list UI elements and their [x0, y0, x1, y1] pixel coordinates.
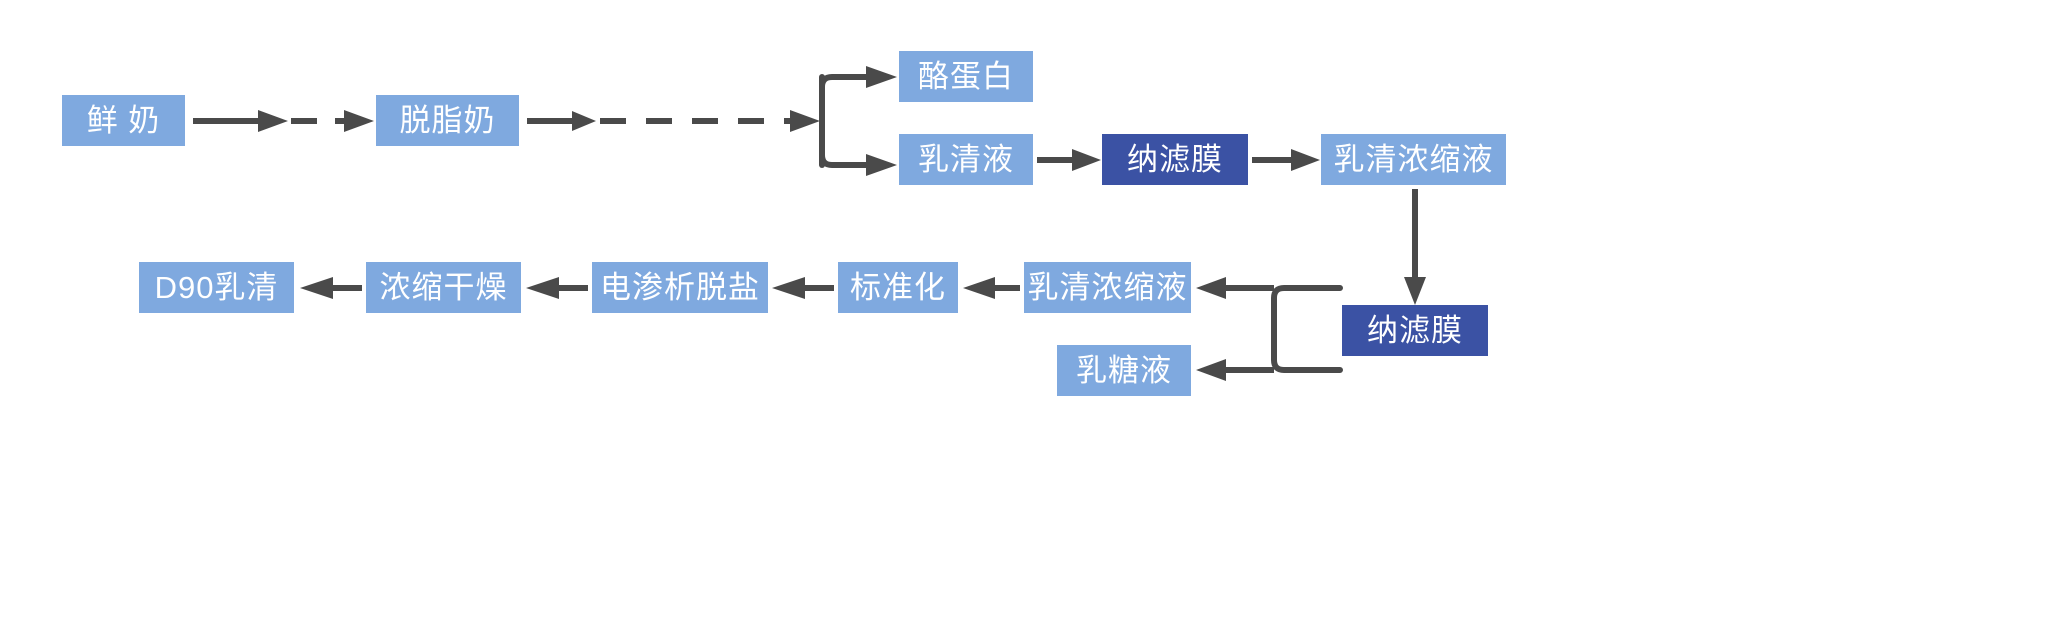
edge-whey-to-nf1	[1037, 149, 1101, 171]
edge-concentrate2-to-standardization	[963, 277, 1020, 299]
node-d90-whey[interactable]: D90乳清	[139, 262, 294, 313]
node-nanofiltration-membrane-2[interactable]: 纳滤膜	[1342, 305, 1488, 356]
node-whey-liquid[interactable]: 乳清液	[899, 134, 1033, 185]
node-nanofiltration-membrane-1[interactable]: 纳滤膜	[1102, 134, 1248, 185]
node-whey-concentrate-2[interactable]: 乳清浓缩液	[1024, 262, 1191, 313]
node-casein[interactable]: 酪蛋白	[899, 51, 1033, 102]
node-lactose-liquid[interactable]: 乳糖液	[1057, 345, 1191, 396]
node-standardization[interactable]: 标准化	[838, 262, 958, 313]
edge-nf2-split	[1196, 277, 1343, 381]
node-skim-milk[interactable]: 脱脂奶	[376, 95, 519, 146]
node-concentration-drying[interactable]: 浓缩干燥	[366, 262, 521, 313]
edge-electrodialysis-to-drying	[526, 277, 588, 299]
edge-skim-to-branch	[527, 110, 820, 132]
edge-branch-split	[819, 66, 897, 176]
edge-concentrate1-to-nf2	[1404, 189, 1426, 305]
edge-nf1-to-concentrate1	[1252, 149, 1320, 171]
edge-drying-to-d90	[300, 277, 362, 299]
edge-standardization-to-electrodialysis	[772, 277, 834, 299]
node-electrodialysis-desalination[interactable]: 电渗析脱盐	[592, 262, 768, 313]
edge-fresh-to-skim	[193, 110, 374, 132]
node-whey-concentrate-1[interactable]: 乳清浓缩液	[1321, 134, 1506, 185]
node-fresh-milk[interactable]: 鲜 奶	[62, 95, 185, 146]
